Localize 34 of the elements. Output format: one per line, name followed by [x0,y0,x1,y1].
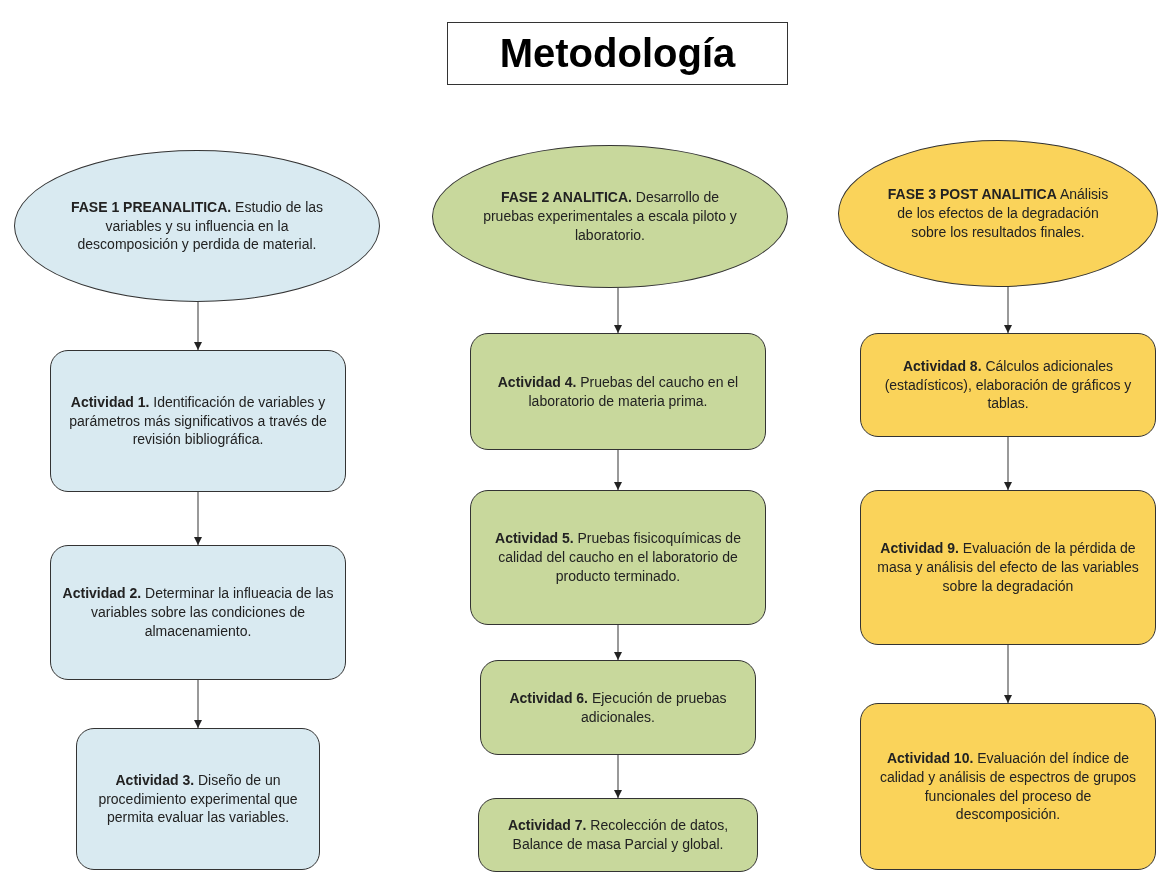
activity-box [76,728,320,870]
arrow [614,754,622,799]
arrow [1004,286,1012,334]
arrow [614,624,622,661]
node-text: Actividad 1. Identificación de variables y parámetros más significativos a través de revisión bibliográfica. [68,392,328,450]
node-text: FASE 3 POST ANALITICA Análisis de los efectos de la degradación sobre los resultados finales. [886,185,1110,242]
node-text: Actividad 8. Cálculos adicionales (estadísticos), elaboración de gráficos y tablas. [883,356,1133,414]
activity-box [470,490,766,625]
node-text: Actividad 2. Determinar la influeacia de las variables sobre las condiciones de almacenamiento. [61,584,335,641]
activity-box [470,333,766,450]
arrow [1004,436,1012,491]
node-text: Actividad 10. Evaluación del índice de calidad y análisis de espectros de grupos funcionales del proceso de descomposición. [878,748,1137,825]
node-text: Actividad 4. Pruebas del caucho en el laboratorio de materia prima. [496,372,740,411]
arrow [194,301,202,351]
activity-box [860,490,1156,645]
node-text: Actividad 5. Pruebas fisicoquímicas de calidad del caucho en el laboratorio de producto terminado. [494,529,742,586]
arrow [614,449,622,491]
title: Metodología [447,22,788,85]
arrow [614,287,622,334]
node-text: Actividad 3. Diseño de un procedimiento experimental que permita evaluar las variables. [97,770,299,828]
node-text: Actividad 6. Ejecución de pruebas adicionales. [508,688,728,727]
arrow [1004,644,1012,704]
activity-box [478,798,758,872]
node-text: Actividad 9. Evaluación de la pérdida de masa y análisis del efecto de las variables sobre la degradación [876,539,1140,596]
activity-box [480,660,756,755]
activity-box [50,350,346,492]
arrow [194,491,202,546]
activity-box [860,703,1156,870]
node-text: FASE 2 ANALITICA. Desarrollo de pruebas experimentales a escala piloto y laboratorio. [482,188,738,245]
activity-box [860,333,1156,437]
node-text: Actividad 7. Recolección de datos, Balance de masa Parcial y global. [506,816,730,854]
node-text: FASE 1 PREANALITICA. Estudio de las variables y su influencia en la descomposición y perdida de material. [69,197,325,255]
arrow [194,679,202,729]
activity-box [50,545,346,680]
